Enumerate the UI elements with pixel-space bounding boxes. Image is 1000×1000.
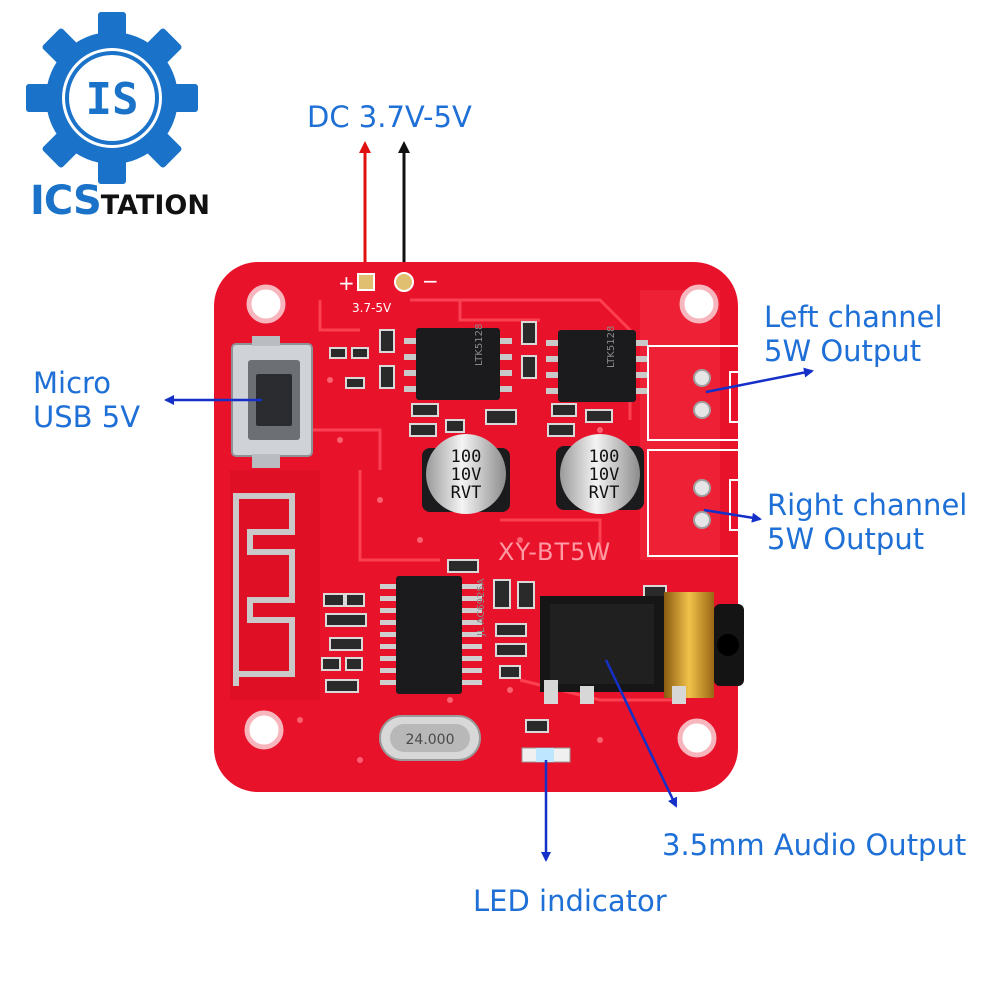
amp-chip-right bbox=[546, 330, 648, 402]
audio-jack-label: 3.5mm Audio Output bbox=[662, 828, 967, 862]
crystal-label: 24.000 bbox=[406, 732, 455, 748]
micro-usb-label: Micro USB 5V bbox=[33, 366, 140, 434]
right-channel-label-line1: Right channel bbox=[767, 488, 968, 522]
amp-chip-right-label: LTK5128 bbox=[606, 326, 617, 368]
cap-right-voltage: 10V bbox=[589, 465, 620, 485]
bluetooth-ic bbox=[380, 576, 482, 694]
audio-jack-component bbox=[540, 592, 744, 704]
left-channel-arrow bbox=[705, 367, 814, 394]
led-indicator-component bbox=[521, 747, 571, 763]
left-channel-label-line2: 5W Output bbox=[764, 334, 922, 368]
power-minus-silk: − bbox=[422, 269, 439, 293]
speaker-terminals bbox=[647, 345, 745, 557]
cap-left-value: 100 bbox=[451, 447, 482, 467]
micro-usb-connector bbox=[231, 336, 313, 468]
capacitor-right bbox=[556, 434, 644, 514]
amp-chip-left bbox=[404, 328, 512, 400]
gear-icon bbox=[26, 12, 198, 184]
amp-chip-left-label: LTK5128 bbox=[474, 324, 485, 366]
cap-left-voltage: 10V bbox=[451, 465, 482, 485]
cap-right-value: 100 bbox=[589, 447, 620, 467]
micro-usb-label-line2: USB 5V bbox=[33, 400, 141, 434]
dc-power-label: DC 3.7V-5V bbox=[307, 100, 472, 134]
brand-logo-highlight: ICS bbox=[30, 178, 102, 224]
led-indicator-label: LED indicator bbox=[473, 884, 667, 918]
right-channel-label-line2: 5W Output bbox=[767, 522, 925, 556]
board-model-silk: XY-BT5W bbox=[498, 538, 611, 566]
brand-logo-rest: TATION bbox=[100, 190, 210, 221]
crystal-oscillator bbox=[379, 715, 481, 761]
power-pads bbox=[357, 272, 414, 292]
audio-jack-arrow bbox=[604, 659, 678, 808]
left-channel-label: Left channel 5W Output bbox=[764, 300, 943, 368]
cap-left-series: RVT bbox=[451, 483, 482, 503]
bluetooth-ic-label: JL AC6925A bbox=[476, 578, 487, 637]
power-plus-silk: + bbox=[338, 271, 355, 295]
antenna-trace bbox=[233, 493, 295, 686]
capacitor-left bbox=[422, 434, 510, 514]
cap-right-series: RVT bbox=[589, 483, 620, 503]
right-channel-label: Right channel 5W Output bbox=[767, 488, 967, 556]
logo-monogram: IS bbox=[86, 74, 139, 125]
power-pins-silk: 3.7-5V bbox=[352, 301, 392, 315]
brand-logo: ICSTATION bbox=[30, 178, 210, 224]
right-channel-arrow bbox=[703, 508, 762, 523]
micro-usb-label-line1: Micro bbox=[33, 366, 112, 400]
left-channel-label-line1: Left channel bbox=[764, 300, 943, 334]
